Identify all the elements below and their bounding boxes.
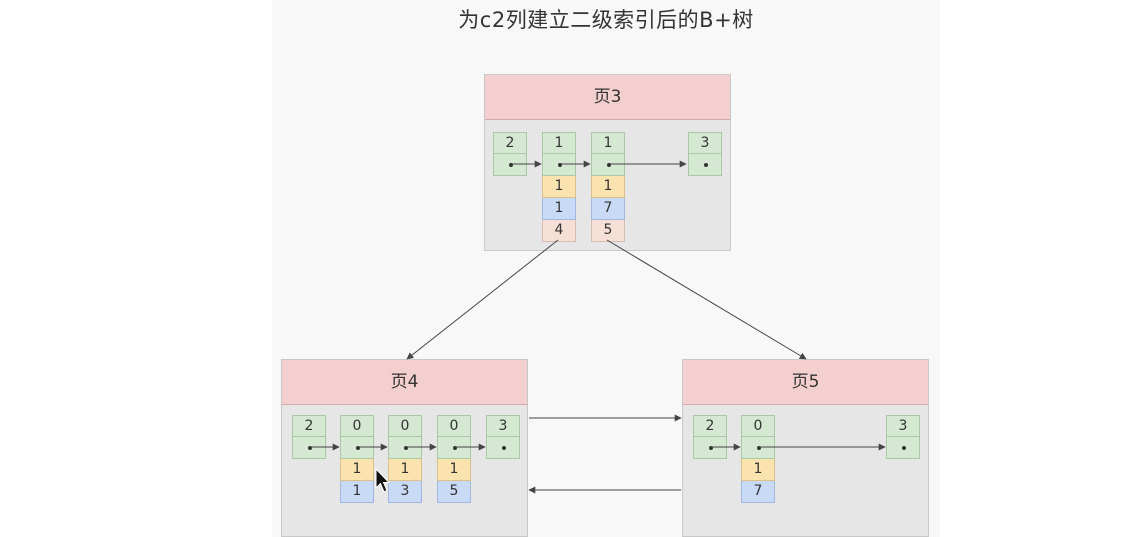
- record-c2: 0: [340, 415, 374, 437]
- page-4: 页4 2 0 1 1 0 1 3 0 1 5 3: [281, 359, 528, 537]
- record-next-pointer: [688, 154, 722, 176]
- record-c1: 3: [388, 481, 422, 503]
- record-c2: 2: [493, 132, 527, 154]
- record-c2: 3: [886, 415, 920, 437]
- record-page-number: 5: [591, 220, 625, 242]
- page-4-header: 页4: [282, 360, 527, 405]
- record-c3: 1: [340, 459, 374, 481]
- pointer-dot: [607, 163, 611, 167]
- record-next-pointer: [542, 154, 576, 176]
- pointer-dot: [453, 446, 457, 450]
- pointer-dot: [709, 446, 713, 450]
- record-c2: 0: [741, 415, 775, 437]
- pointer-dot: [558, 163, 562, 167]
- record-c2: 1: [591, 132, 625, 154]
- pointer-dot: [757, 446, 761, 450]
- record-next-pointer: [340, 437, 374, 459]
- pointer-dot: [704, 163, 708, 167]
- record-c3: 1: [741, 459, 775, 481]
- record-c1: 5: [437, 481, 471, 503]
- mouse-pointer-icon: [375, 468, 391, 493]
- record-next-pointer: [591, 154, 625, 176]
- record-next-pointer: [486, 437, 520, 459]
- record-c2: 2: [693, 415, 727, 437]
- page-5: 页5 2 0 1 7 3: [682, 359, 929, 537]
- pointer-dot: [308, 446, 312, 450]
- record-c1: 1: [340, 481, 374, 503]
- record-c2: 2: [292, 415, 326, 437]
- record-c2: 3: [688, 132, 722, 154]
- record-c1: 7: [741, 481, 775, 503]
- page-5-header: 页5: [683, 360, 928, 405]
- record-c2: 0: [437, 415, 471, 437]
- record-page-number: 4: [542, 220, 576, 242]
- record-next-pointer: [437, 437, 471, 459]
- record-next-pointer: [388, 437, 422, 459]
- record-c1: 7: [591, 198, 625, 220]
- record-next-pointer: [886, 437, 920, 459]
- record-c2: 0: [388, 415, 422, 437]
- pointer-dot: [502, 446, 506, 450]
- pointer-dot: [902, 446, 906, 450]
- record-c3: 1: [542, 176, 576, 198]
- page-3: 页3 2 1 1 1 4 1 1 7 5 3: [484, 74, 731, 251]
- pointer-dot: [509, 163, 513, 167]
- record-c3: 1: [591, 176, 625, 198]
- record-next-pointer: [493, 154, 527, 176]
- pointer-dot: [404, 446, 408, 450]
- record-c3: 1: [437, 459, 471, 481]
- record-next-pointer: [292, 437, 326, 459]
- page-3-header: 页3: [485, 75, 730, 120]
- pointer-dot: [356, 446, 360, 450]
- record-next-pointer: [693, 437, 727, 459]
- diagram-title: 为c2列建立二级索引后的B+树: [458, 8, 754, 32]
- record-next-pointer: [741, 437, 775, 459]
- record-c2: 1: [542, 132, 576, 154]
- record-c2: 3: [486, 415, 520, 437]
- record-c1: 1: [542, 198, 576, 220]
- record-c3: 1: [388, 459, 422, 481]
